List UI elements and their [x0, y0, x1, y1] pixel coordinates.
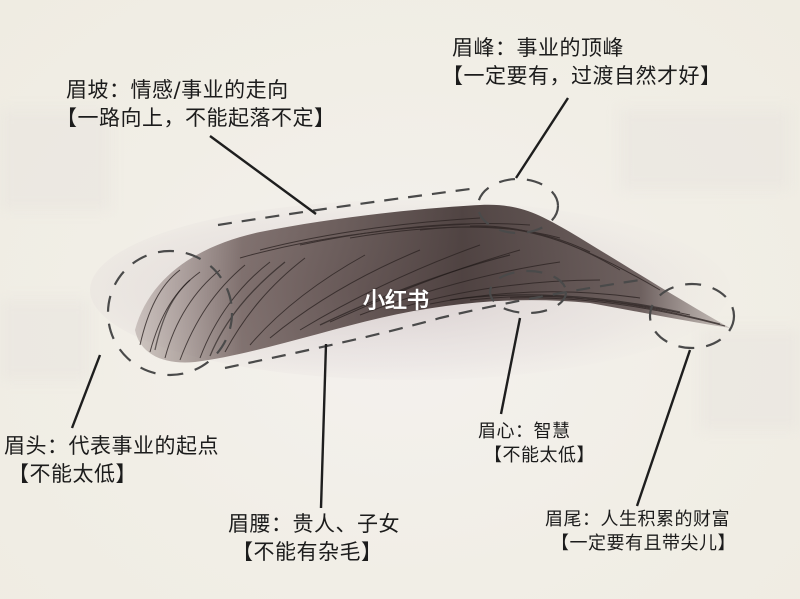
- xiaohongshu-watermark: 小红书: [363, 289, 430, 314]
- leader-lines: [70, 97, 692, 509]
- brow-head-ellipse: [106, 249, 234, 377]
- leader-brow-waist: [319, 343, 328, 509]
- leader-brow-tail: [635, 349, 692, 507]
- leader-brow-head: [70, 354, 102, 429]
- brow-center-title: 眉心：智慧: [478, 421, 571, 442]
- label-brow-slope: 眉坡：情感/事业的走向 【一路向上，不能起落不定】: [56, 76, 336, 133]
- background-texture: [700, 330, 800, 430]
- background-texture: [0, 300, 90, 380]
- brow-waist-title: 眉腰：贵人、子女: [228, 512, 400, 536]
- label-brow-center: 眉心：智慧 【不能太低】: [478, 420, 595, 469]
- leader-brow-slope: [209, 135, 317, 215]
- brow-slope-title: 眉坡：情感/事业的走向: [66, 78, 289, 102]
- brow-tail-title: 眉尾：人生积累的财富: [545, 509, 730, 530]
- brow-peak-note: 【一定要有，过渡自然才好】: [442, 64, 722, 89]
- label-brow-tail: 眉尾：人生积累的财富 【一定要有且带尖儿】: [545, 508, 736, 557]
- label-brow-waist: 眉腰：贵人、子女 【不能有杂毛】: [228, 510, 400, 567]
- brow-center-ellipse: [488, 269, 568, 315]
- leader-brow-peak: [514, 97, 570, 179]
- label-brow-head: 眉头：代表事业的起点 【不能太低】: [4, 432, 219, 489]
- brow-head-title: 眉头：代表事业的起点: [4, 434, 219, 458]
- background-texture: [0, 110, 110, 210]
- label-brow-peak: 眉峰：事业的顶峰 【一定要有，过渡自然才好】: [442, 34, 722, 91]
- brow-peak-title: 眉峰：事业的顶峰: [452, 36, 624, 60]
- background-texture: [620, 110, 790, 190]
- brow-waist-note: 【不能有杂毛】: [232, 540, 383, 565]
- brow-head-note: 【不能太低】: [8, 462, 137, 487]
- brow-center-note: 【不能太低】: [484, 445, 595, 467]
- leader-brow-center: [499, 317, 522, 415]
- brow-slope-note: 【一路向上，不能起落不定】: [56, 106, 336, 131]
- brow-tail-note: 【一定要有且带尖儿】: [551, 533, 736, 555]
- brow-peak-ellipse: [476, 177, 560, 235]
- eyebrow-shape: [135, 204, 730, 363]
- brow-outline-dashed: [217, 186, 641, 370]
- brow-tail-ellipse: [648, 282, 736, 350]
